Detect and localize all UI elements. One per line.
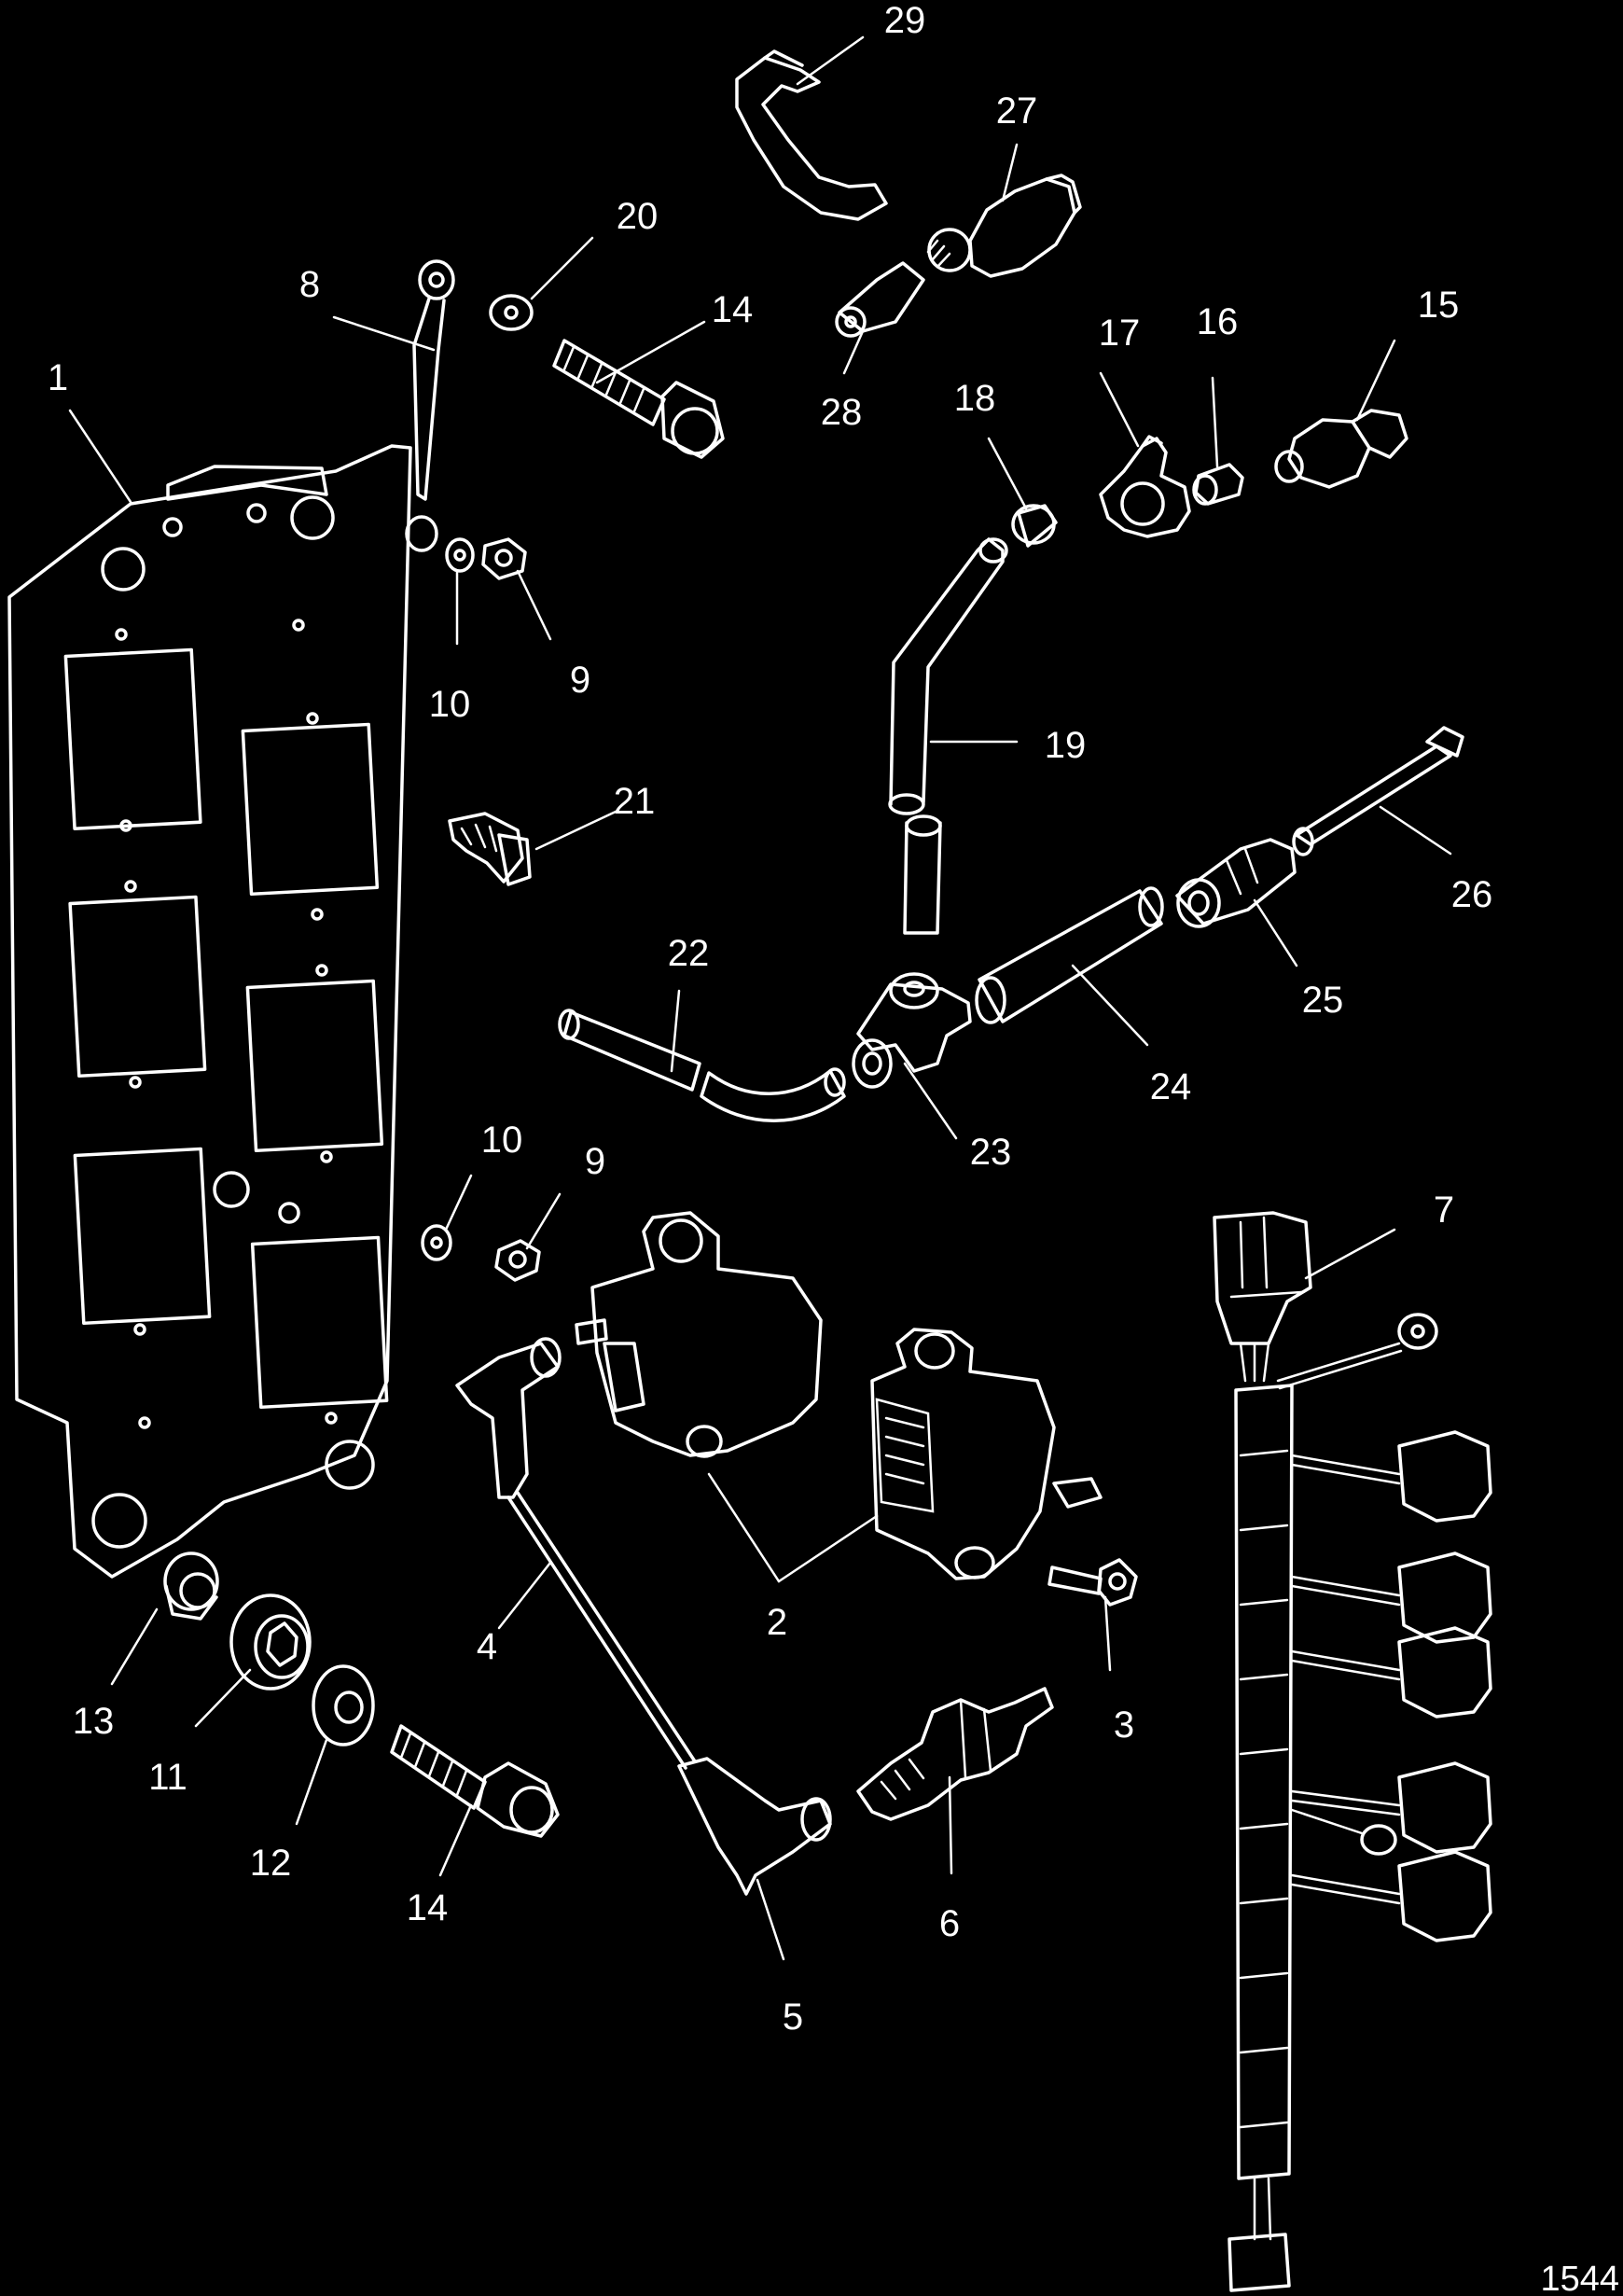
callout-29: 29 [884, 0, 926, 41]
washer-20 [489, 294, 534, 331]
ignition-wire [455, 1337, 697, 1770]
callout-15: 15 [1418, 285, 1460, 326]
mounting-plate [7, 444, 412, 1579]
fitting-28 [835, 261, 925, 338]
figure-id: 1544 [1540, 2260, 1619, 2296]
callout-18: 18 [954, 378, 996, 419]
callout-22: 22 [668, 933, 710, 974]
clamp-29 [735, 49, 888, 221]
callout-20: 20 [617, 196, 659, 237]
hose-24 [975, 886, 1164, 1024]
callout-3: 3 [1114, 1705, 1134, 1746]
callout-labels: 1 2 3 4 5 6 7 8 9 9 10 10 11 12 13 14 14… [48, 0, 1492, 2038]
callout-21: 21 [614, 781, 656, 822]
callout-14-upper: 14 [712, 289, 754, 330]
washer-10-upper [445, 537, 475, 573]
nut-9-upper [481, 537, 527, 580]
callout-16: 16 [1197, 301, 1239, 342]
push-clip [448, 812, 532, 886]
bolt-14-upper [552, 339, 725, 459]
nut-9-lower [494, 1239, 541, 1282]
ignition-coil-upper [575, 1211, 823, 1458]
callout-13: 13 [73, 1701, 115, 1742]
ignition-coil-lower [870, 1328, 1103, 1580]
callout-5: 5 [783, 1997, 803, 2038]
callout-26: 26 [1451, 874, 1493, 915]
washer-10-lower [421, 1224, 452, 1261]
grommet-13 [163, 1552, 219, 1621]
callout-11: 11 [148, 1757, 187, 1798]
callout-7: 7 [1434, 1190, 1454, 1231]
connector-25 [1175, 838, 1297, 928]
callout-17: 17 [1099, 313, 1141, 354]
fitting-16 [1192, 463, 1244, 506]
callout-4: 4 [477, 1626, 497, 1667]
callout-24: 24 [1150, 1066, 1192, 1107]
pressure-sensor-27 [926, 174, 1082, 278]
hose-22 [558, 1009, 846, 1122]
callout-6: 6 [939, 1903, 960, 1944]
callout-2: 2 [767, 1602, 787, 1643]
callout-10-lower: 10 [481, 1120, 523, 1161]
callout-9-lower: 9 [585, 1141, 605, 1182]
clamp-17 [1099, 435, 1191, 538]
spark-plug-boot [677, 1757, 832, 1896]
callout-9-upper: 9 [570, 660, 590, 701]
callout-14-lower: 14 [407, 1887, 449, 1928]
washer-12 [312, 1664, 375, 1746]
callout-12: 12 [250, 1843, 292, 1884]
callout-19: 19 [1045, 725, 1087, 766]
callout-23: 23 [970, 1132, 1012, 1173]
rod-26 [1292, 726, 1464, 856]
callout-8: 8 [299, 264, 320, 305]
callout-1: 1 [48, 357, 68, 398]
ground-strap [405, 259, 455, 552]
wiring-harness [1213, 1211, 1492, 2292]
tee-fitting-23 [852, 972, 972, 1089]
callout-27: 27 [996, 90, 1038, 132]
callout-10-upper: 10 [429, 684, 471, 725]
screw-3 [1047, 1558, 1138, 1607]
spark-plug [856, 1687, 1054, 1821]
hose-clamp-18 [1011, 504, 1058, 548]
leader-lines [68, 35, 1452, 1961]
sensor-15 [1274, 409, 1408, 489]
hose-19 [888, 537, 1008, 935]
callout-28: 28 [821, 392, 863, 433]
callout-25: 25 [1302, 980, 1344, 1021]
bolt-14-lower [390, 1724, 560, 1838]
plug-11 [229, 1593, 312, 1691]
